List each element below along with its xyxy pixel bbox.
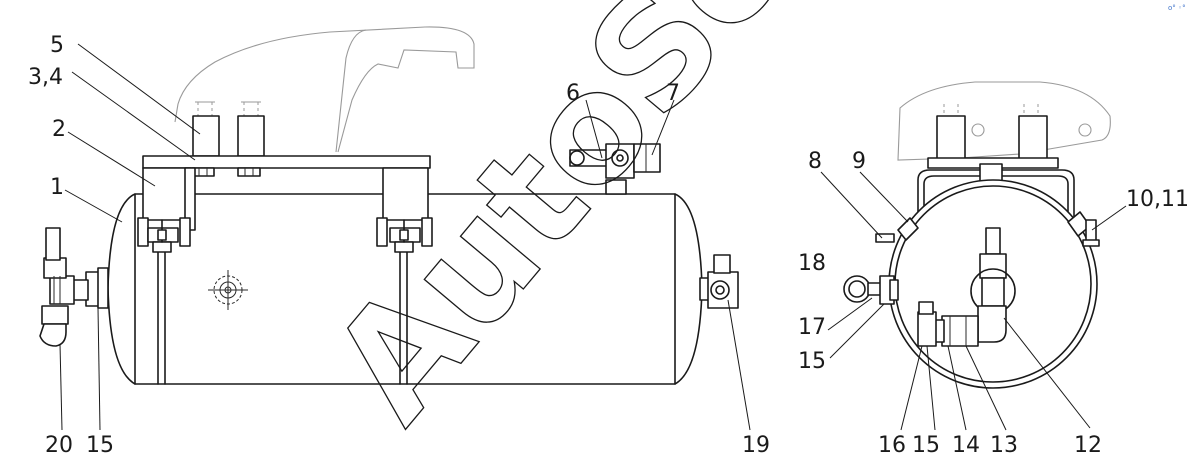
end-view <box>843 81 1111 389</box>
label-19: 19 <box>742 433 770 458</box>
label-9: 9 <box>852 149 866 174</box>
side-view <box>39 26 739 385</box>
inner-pipe <box>985 227 1001 255</box>
drain-ring <box>843 275 871 303</box>
label-3-4: 3,4 <box>28 65 63 90</box>
mount-block <box>936 115 966 161</box>
mount-block <box>1018 115 1048 161</box>
label-14: 14 <box>952 433 980 458</box>
label-6: 6 <box>566 81 580 106</box>
frame-hole <box>971 123 985 137</box>
leader-lines <box>59 43 1127 431</box>
label-10-11: 10,11 <box>1126 187 1189 212</box>
label-15-right: 15 <box>798 349 826 374</box>
center-mark <box>208 270 248 310</box>
corner-mark: o° ◦° <box>1168 4 1186 12</box>
clamp-bracket-right <box>376 167 433 253</box>
fitting-15 <box>917 311 937 347</box>
label-8: 8 <box>808 149 822 174</box>
label-2: 2 <box>52 117 66 142</box>
end-boss-left <box>97 267 109 309</box>
clamp-bracket-left <box>137 167 196 253</box>
mount-block <box>237 115 265 157</box>
bolt-8 <box>875 233 895 243</box>
part-labels: 5 3,4 2 1 6 7 8 9 10,11 18 17 15 20 15 1… <box>28 33 1189 458</box>
label-17: 17 <box>798 315 826 340</box>
clamp-lug-left <box>897 217 919 241</box>
label-18: 18 <box>798 251 826 276</box>
label-15-bottom: 15 <box>912 433 940 458</box>
nut <box>237 167 261 177</box>
label-16: 16 <box>878 433 906 458</box>
end-valve-right <box>699 254 739 309</box>
frame-hole <box>1078 123 1092 137</box>
label-20: 20 <box>45 433 73 458</box>
frame-inner-ghost <box>335 29 367 153</box>
label-7: 7 <box>666 81 680 106</box>
frame-ghost-end <box>897 81 1111 161</box>
fitting-13 <box>941 315 979 347</box>
bracket-bar <box>142 155 431 169</box>
drain-valve-left <box>39 227 101 347</box>
label-12: 12 <box>1074 433 1102 458</box>
label-13: 13 <box>990 433 1018 458</box>
label-5: 5 <box>50 33 64 58</box>
label-15-left: 15 <box>86 433 114 458</box>
frame-outline-ghost <box>174 26 475 153</box>
label-1: 1 <box>50 175 64 200</box>
top-valve-assembly <box>569 143 661 195</box>
mount-block <box>192 115 220 157</box>
